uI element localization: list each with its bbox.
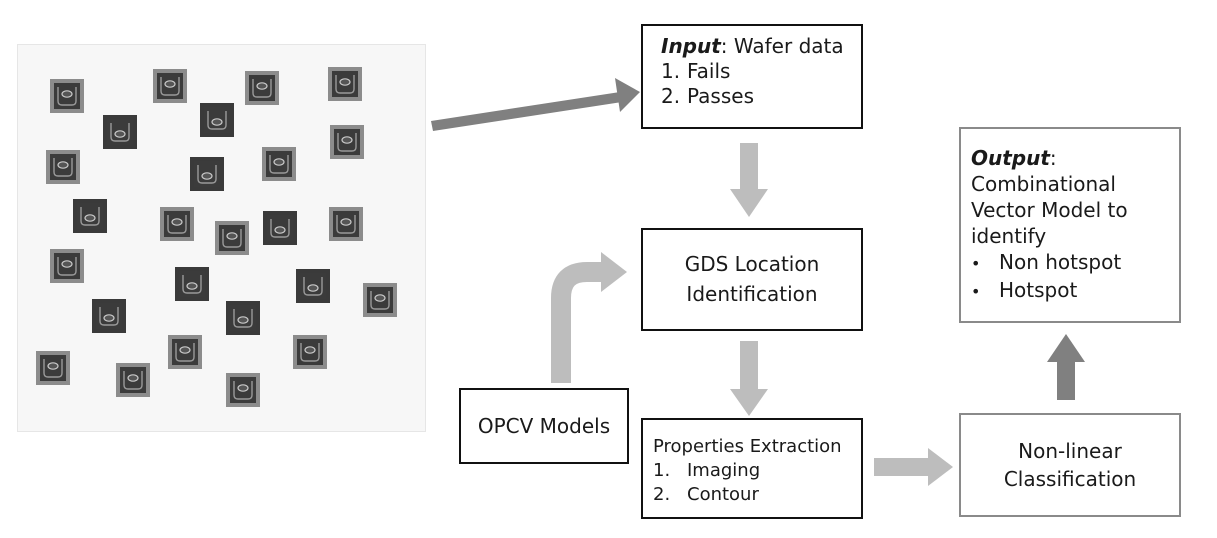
arrow-panel-to-input xyxy=(431,78,640,131)
properties-extraction-box: Properties Extraction 1. Imaging 2. Contou… xyxy=(641,418,863,519)
output-line: Vector Model to xyxy=(971,198,1128,222)
wafer-thumbnail xyxy=(262,147,296,181)
wafer-thumbnail xyxy=(226,373,260,407)
arrow-properties-to-classification xyxy=(874,448,953,486)
wafer-thumbnail xyxy=(215,221,249,255)
wafer-thumbnail xyxy=(200,103,234,137)
arrow-opcv-to-gds xyxy=(551,252,627,383)
wafer-thumbnail xyxy=(226,301,260,335)
arrow-gds-to-properties xyxy=(730,341,768,416)
output-box: Output: Combinational Vector Model to id… xyxy=(959,127,1181,323)
wafer-thumbnail xyxy=(330,125,364,159)
list-item: 2.Passes xyxy=(661,84,861,109)
list-item: 1. Imaging xyxy=(653,459,861,483)
input-title-rest: : Wafer data xyxy=(720,34,844,58)
list-item: 1.Fails xyxy=(661,59,861,84)
wafer-thumbnail xyxy=(245,71,279,105)
wafer-thumbnail xyxy=(46,150,80,184)
wafer-thumbnail xyxy=(116,363,150,397)
wafer-thumbnail xyxy=(73,199,107,233)
wafer-thumbnail xyxy=(175,267,209,301)
wafer-thumbnail xyxy=(168,335,202,369)
gds-line1: GDS Location xyxy=(684,252,820,276)
wafer-thumbnail xyxy=(92,299,126,333)
properties-list: 1. Imaging 2. Contour xyxy=(653,459,861,507)
bullet-item: Hotspot xyxy=(971,277,1179,305)
properties-title: Properties Extraction xyxy=(653,436,842,457)
wafer-thumbnail xyxy=(328,67,362,101)
wafer-image-panel xyxy=(17,44,426,432)
output-line: identify xyxy=(971,224,1047,248)
list-item: 2. Contour xyxy=(653,483,861,507)
wafer-thumbnail xyxy=(296,269,330,303)
list-item-number: 1. xyxy=(653,460,671,481)
bullet-item: Non hotspot xyxy=(971,249,1179,277)
list-item-number: 2. xyxy=(661,84,681,108)
opcv-label: OPCV Models xyxy=(477,413,611,438)
wafer-thumbnail xyxy=(36,351,70,385)
input-title-bold: Input xyxy=(661,34,721,58)
wafer-thumbnail xyxy=(103,115,137,149)
input-list: 1.Fails 2.Passes xyxy=(661,59,861,109)
wafer-thumbnail xyxy=(329,207,363,241)
gds-line2: Identification xyxy=(686,282,818,306)
list-item-number: 2. xyxy=(653,484,671,505)
output-line: Combinational xyxy=(971,172,1116,196)
wafer-thumbnail xyxy=(160,207,194,241)
classification-line1: Non-linear xyxy=(1018,438,1122,463)
wafer-thumbnail xyxy=(50,79,84,113)
input-title: Input: Wafer data xyxy=(661,34,861,59)
opcv-models-box: OPCV Models xyxy=(459,388,629,464)
list-item-text: Imaging xyxy=(687,460,761,481)
output-title-rest: : xyxy=(1049,146,1057,170)
wafer-thumbnail xyxy=(190,157,224,191)
output-bullets: Non hotspot Hotspot xyxy=(971,249,1179,305)
list-item-number: 1. xyxy=(661,59,681,83)
list-item-text: Fails xyxy=(687,59,731,83)
gds-location-box: GDS Location Identification xyxy=(641,228,863,331)
list-item-text: Passes xyxy=(687,84,754,108)
classification-box: Non-linear Classification xyxy=(959,413,1181,517)
output-title: Output: xyxy=(971,145,1179,171)
wafer-thumbnail xyxy=(293,335,327,369)
list-item-text: Contour xyxy=(687,484,759,505)
wafer-thumbnail xyxy=(363,283,397,317)
wafer-thumbnail xyxy=(263,211,297,245)
classification-line2: Classification xyxy=(1003,466,1137,491)
wafer-thumbnail xyxy=(153,69,187,103)
arrow-input-to-gds xyxy=(730,143,768,217)
wafer-thumbnail xyxy=(50,249,84,283)
arrow-classification-to-output xyxy=(1047,334,1085,400)
output-title-bold: Output xyxy=(971,146,1050,170)
input-box: Input: Wafer data 1.Fails 2.Passes xyxy=(641,24,863,129)
